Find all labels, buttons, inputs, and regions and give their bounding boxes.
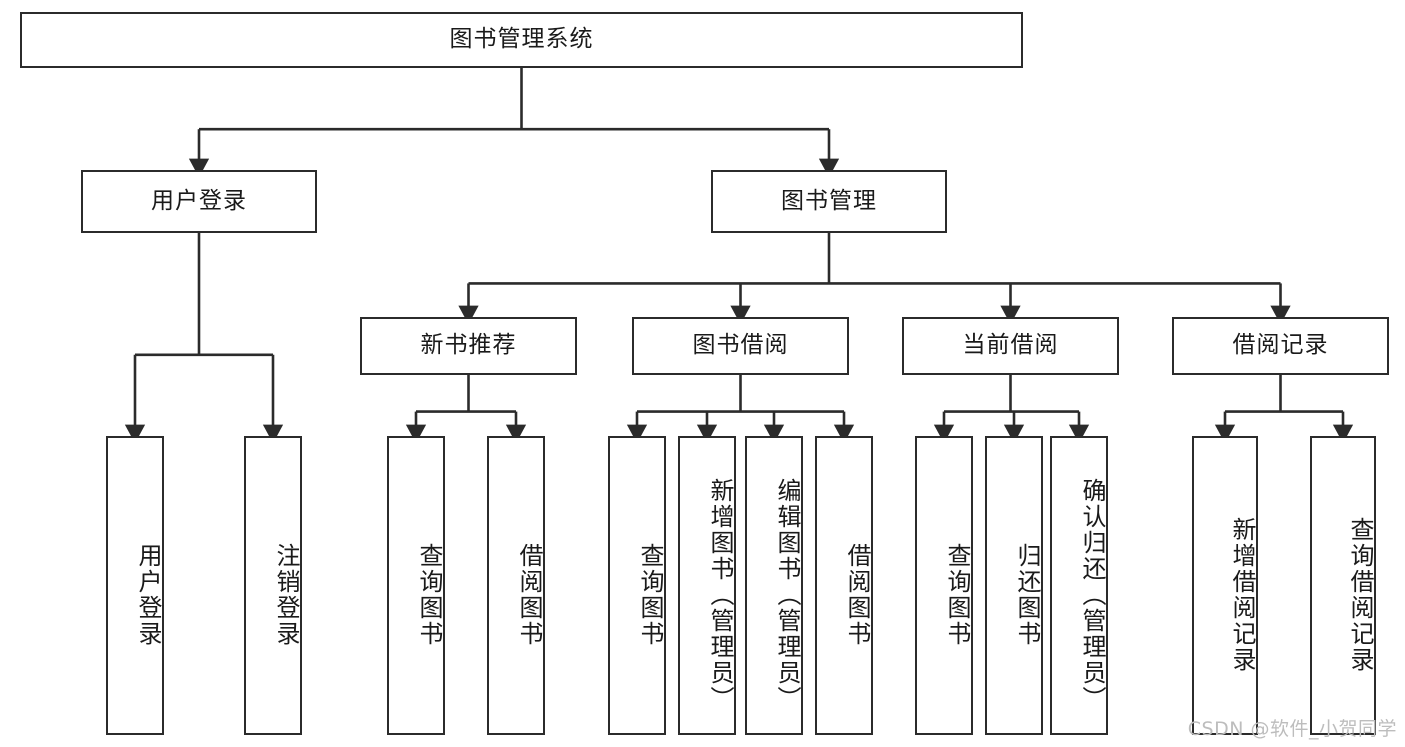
node-leaf-logout-login-label: 注销登录 — [272, 542, 300, 647]
node-leaf-borrow-book[interactable]: 借阅图书 — [815, 436, 873, 735]
node-leaf-confirm-return-admin[interactable]: 确认归还（管理员） — [1050, 436, 1108, 735]
node-leaf-return-book[interactable]: 归还图书 — [985, 436, 1043, 735]
node-leaf-user-login[interactable]: 用户登录 — [106, 436, 164, 735]
node-leaf-borrow-book-rec[interactable]: 借阅图书 — [487, 436, 545, 735]
node-leaf-return-book-label: 归还图书 — [1013, 542, 1041, 647]
node-current-borrow[interactable]: 当前借阅 — [902, 317, 1119, 375]
node-user-login[interactable]: 用户登录 — [81, 170, 317, 233]
node-leaf-query-book-borrow[interactable]: 查询图书 — [608, 436, 666, 735]
node-leaf-edit-book-admin-label: 编辑图书（管理员） — [773, 477, 801, 712]
node-book-manage[interactable]: 图书管理 — [711, 170, 947, 233]
node-user-login-label: 用户登录 — [151, 187, 247, 214]
node-current-borrow-label: 当前借阅 — [962, 332, 1059, 359]
node-borrow-record[interactable]: 借阅记录 — [1172, 317, 1389, 375]
node-leaf-query-borrow-record-label: 查询借阅记录 — [1346, 516, 1374, 673]
node-leaf-query-book-borrow-label: 查询图书 — [636, 542, 664, 647]
node-leaf-query-book-current-label: 查询图书 — [943, 542, 971, 647]
node-leaf-logout-login[interactable]: 注销登录 — [244, 436, 302, 735]
watermark-credit: CSDN @软件_小贺同学 — [1187, 718, 1397, 740]
node-root[interactable]: 图书管理系统 — [20, 12, 1023, 68]
node-leaf-edit-book-admin[interactable]: 编辑图书（管理员） — [745, 436, 803, 735]
node-leaf-query-borrow-record[interactable]: 查询借阅记录 — [1310, 436, 1376, 735]
node-root-label: 图书管理系统 — [449, 26, 594, 53]
node-leaf-user-login-label: 用户登录 — [134, 542, 162, 647]
node-leaf-add-book-admin[interactable]: 新增图书（管理员） — [678, 436, 736, 735]
node-leaf-query-book-rec-label: 查询图书 — [415, 542, 443, 647]
node-new-book-recommend[interactable]: 新书推荐 — [360, 317, 577, 375]
node-borrow-record-label: 借阅记录 — [1232, 332, 1329, 359]
node-book-borrow[interactable]: 图书借阅 — [632, 317, 849, 375]
node-leaf-confirm-return-admin-label: 确认归还（管理员） — [1078, 477, 1106, 712]
edges-group — [124, 68, 1354, 444]
node-leaf-add-borrow-record-label: 新增借阅记录 — [1228, 516, 1256, 673]
node-leaf-borrow-book-label: 借阅图书 — [843, 542, 871, 647]
node-new-book-recommend-label: 新书推荐 — [420, 332, 517, 359]
node-leaf-query-book-current[interactable]: 查询图书 — [915, 436, 973, 735]
node-book-manage-label: 图书管理 — [781, 187, 877, 214]
node-leaf-borrow-book-rec-label: 借阅图书 — [515, 542, 543, 647]
node-leaf-add-book-admin-label: 新增图书（管理员） — [706, 477, 734, 712]
node-book-borrow-label: 图书借阅 — [692, 332, 789, 359]
node-leaf-query-book-rec[interactable]: 查询图书 — [387, 436, 445, 735]
node-leaf-add-borrow-record[interactable]: 新增借阅记录 — [1192, 436, 1258, 735]
